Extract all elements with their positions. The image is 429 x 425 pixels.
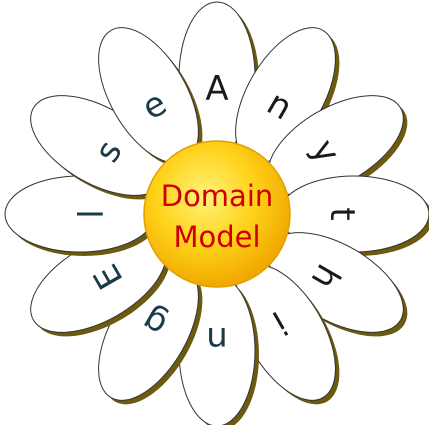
center-label-line1: Domain: [161, 179, 274, 213]
center-disc: Domain Model: [143, 140, 291, 288]
center-label-line2: Model: [173, 220, 260, 254]
center-circle: [143, 140, 291, 288]
petal-letter: A: [205, 69, 228, 109]
petal-letter: t: [322, 207, 362, 220]
petal-letter: n: [206, 319, 228, 359]
petal-letter: l: [72, 209, 112, 218]
